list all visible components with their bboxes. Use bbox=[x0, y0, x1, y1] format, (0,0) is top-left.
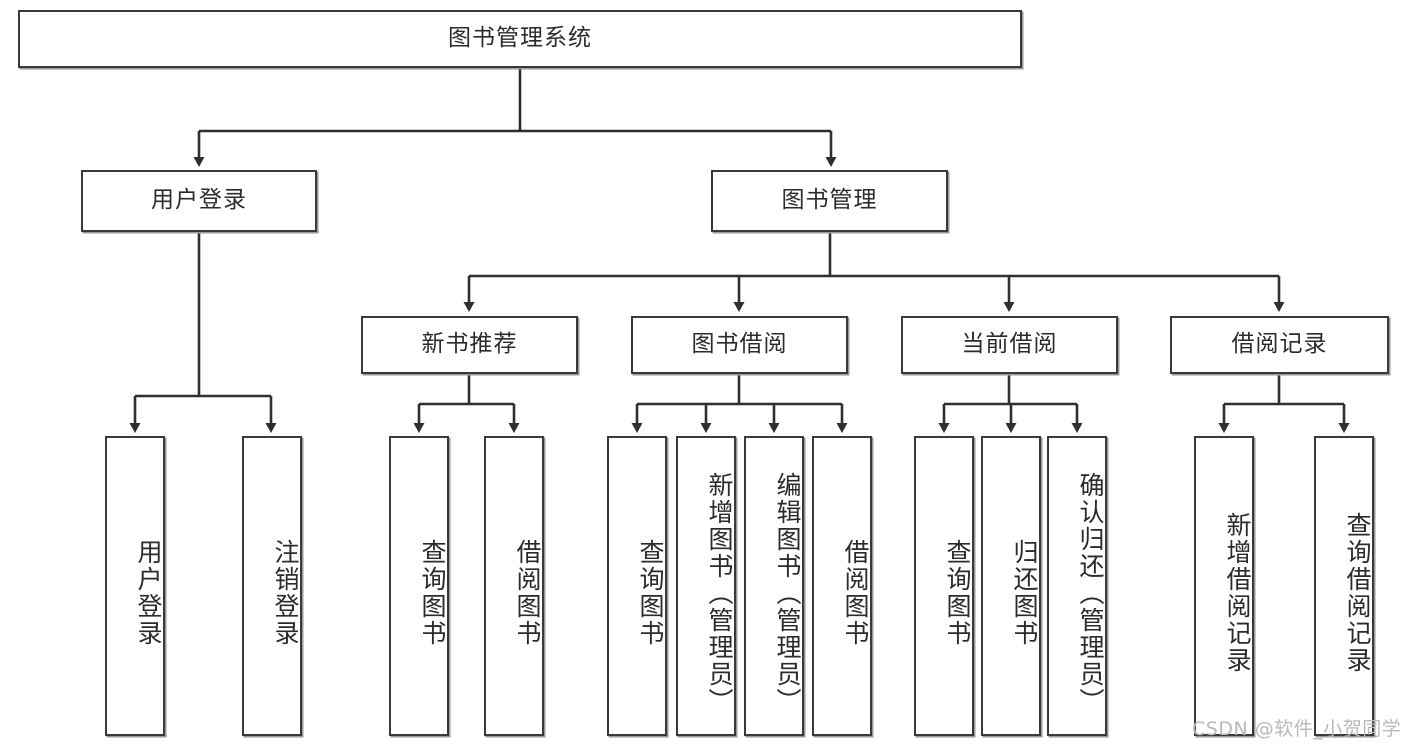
leaf-record-query-record[interactable]: 查询借阅记录 bbox=[1314, 436, 1374, 736]
leaf-logout[interactable]: 注销登录 bbox=[242, 436, 302, 736]
node-label: 归还图书 bbox=[1010, 539, 1039, 647]
node-label: 图书借阅 bbox=[691, 331, 788, 358]
leaf-borrow-edit-book-admin[interactable]: 编辑图书（管理员） bbox=[744, 436, 804, 736]
leaf-user-login[interactable]: 用户登录 bbox=[105, 436, 165, 736]
leaf-current-confirm-return-admin[interactable]: 确认归还（管理员） bbox=[1047, 436, 1107, 736]
node-label: 图书管理系统 bbox=[448, 25, 592, 52]
node-user-login[interactable]: 用户登录 bbox=[81, 170, 317, 232]
node-book-management[interactable]: 图书管理 bbox=[711, 170, 948, 232]
leaf-record-add-record[interactable]: 新增借阅记录 bbox=[1194, 436, 1254, 736]
node-label: 借阅图书 bbox=[513, 539, 542, 647]
node-borrow-record[interactable]: 借阅记录 bbox=[1170, 316, 1389, 374]
leaf-borrow-query-book[interactable]: 查询图书 bbox=[607, 436, 667, 736]
leaf-newbook-query-book[interactable]: 查询图书 bbox=[389, 436, 449, 736]
node-new-book-recommend[interactable]: 新书推荐 bbox=[361, 316, 578, 374]
node-label: 查询图书 bbox=[636, 539, 665, 647]
leaf-current-query-book[interactable]: 查询图书 bbox=[914, 436, 974, 736]
node-label: 图书管理 bbox=[781, 187, 878, 214]
node-label: 查询借阅记录 bbox=[1343, 512, 1372, 674]
node-label: 编辑图书（管理员） bbox=[773, 471, 802, 715]
leaf-borrow-borrow-book[interactable]: 借阅图书 bbox=[812, 436, 872, 736]
node-label: 用户登录 bbox=[134, 539, 163, 647]
node-book-borrow[interactable]: 图书借阅 bbox=[631, 316, 848, 374]
node-label: 用户登录 bbox=[151, 187, 247, 214]
node-label: 查询图书 bbox=[418, 539, 447, 647]
node-label: 借阅记录 bbox=[1231, 331, 1328, 358]
node-current-borrow[interactable]: 当前借阅 bbox=[901, 316, 1118, 374]
node-label: 注销登录 bbox=[271, 539, 300, 647]
node-label: 确认归还（管理员） bbox=[1076, 471, 1105, 715]
node-root-system[interactable]: 图书管理系统 bbox=[18, 10, 1022, 68]
node-label: 新增借阅记录 bbox=[1223, 512, 1252, 674]
node-label: 借阅图书 bbox=[841, 539, 870, 647]
node-label: 查询图书 bbox=[943, 539, 972, 647]
node-label: 新书推荐 bbox=[421, 331, 518, 358]
node-label: 当前借阅 bbox=[961, 331, 1058, 358]
leaf-current-return-book[interactable]: 归还图书 bbox=[981, 436, 1041, 736]
leaf-newbook-borrow-book[interactable]: 借阅图书 bbox=[484, 436, 544, 736]
leaf-borrow-add-book-admin[interactable]: 新增图书（管理员） bbox=[676, 436, 736, 736]
node-label: 新增图书（管理员） bbox=[705, 471, 734, 715]
